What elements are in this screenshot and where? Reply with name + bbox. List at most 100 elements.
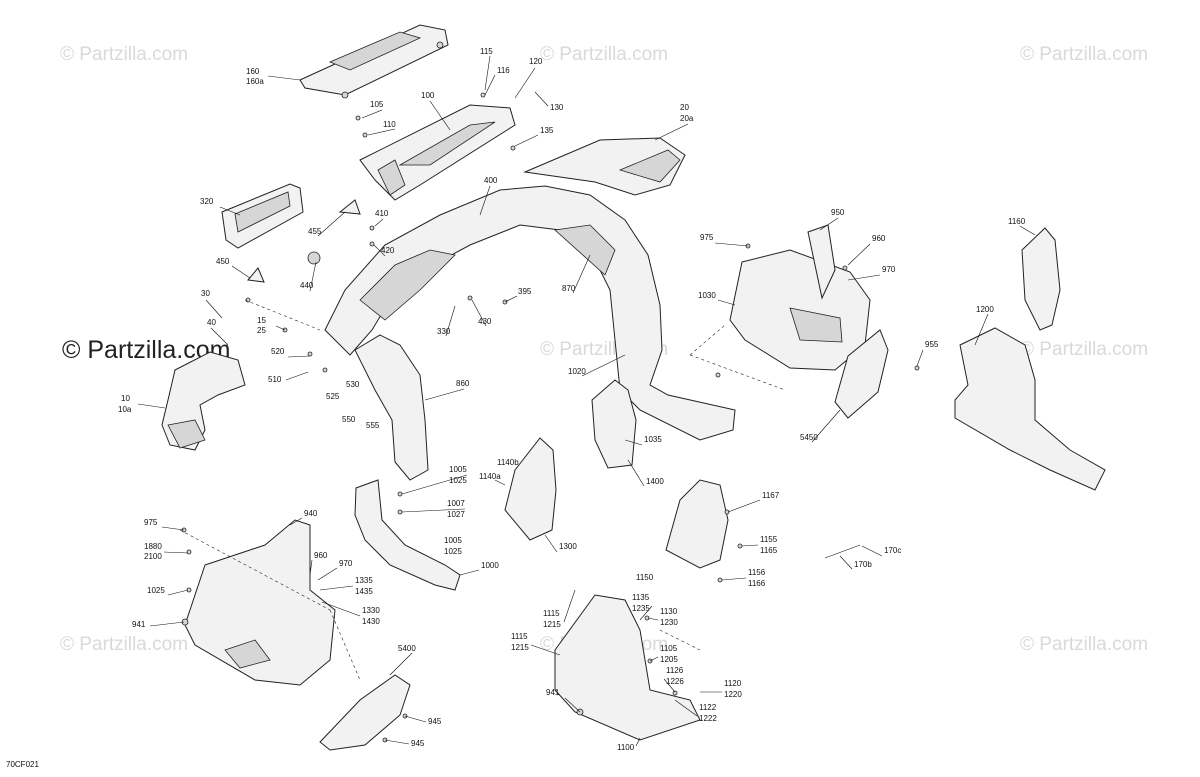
- watermark-text: © Partzilla.com: [1020, 634, 1148, 655]
- callout-label: 1122: [699, 703, 717, 712]
- part-860-frame-leg: [354, 334, 429, 481]
- part-160-top-cover: [299, 24, 449, 99]
- part-5400-bracket: [319, 674, 411, 751]
- callout-label: 1000: [481, 561, 499, 570]
- callout-label: 20: [680, 103, 689, 112]
- part-1160-trim: [1021, 227, 1061, 331]
- part-10-corner-panel: [161, 351, 246, 451]
- callout-label: 1005: [444, 536, 462, 545]
- callout-label: 1025: [444, 547, 462, 556]
- callout-label: 1400: [646, 477, 664, 486]
- callout-label: 1025: [147, 586, 165, 595]
- watermark-text: © Partzilla.com: [540, 44, 668, 65]
- callout-label: 420: [381, 246, 395, 255]
- callout-label: 1126: [666, 666, 684, 675]
- callout-label: 5450: [800, 433, 818, 442]
- callout-label: 955: [925, 340, 939, 349]
- callout-label: 15: [257, 316, 266, 325]
- callout-label: 1120: [724, 679, 742, 688]
- callout-label: 1215: [511, 643, 529, 652]
- callout-label: 550: [342, 415, 356, 424]
- part-1000-left-rocker: [354, 479, 461, 591]
- watermark-text: © Partzilla.com: [60, 634, 188, 655]
- callout-label: 1027: [447, 510, 465, 519]
- callout-label: 975: [144, 518, 158, 527]
- watermark-text: © Partzilla.com: [1020, 44, 1148, 65]
- part-950-floor-panel: [729, 224, 871, 371]
- callout-label: 440: [300, 281, 314, 290]
- watermark-text: © Partzilla.com: [60, 44, 188, 65]
- callout-label: 320: [200, 197, 214, 206]
- callout-label: 870: [562, 284, 576, 293]
- callout-label: 1335: [355, 576, 373, 585]
- callout-label: 430: [478, 317, 492, 326]
- callout-label: 941: [132, 620, 146, 629]
- callout-label: 1025: [449, 476, 467, 485]
- callout-label: 30: [201, 289, 210, 298]
- callout-label: 1156: [748, 568, 766, 577]
- assembly-line: [179, 529, 331, 611]
- callout-label: 1105: [660, 644, 678, 653]
- callout-label: 115: [480, 47, 493, 56]
- part-1300-panel: [504, 437, 557, 541]
- callout-label: 1160: [1008, 217, 1026, 226]
- callout-label: 395: [518, 287, 532, 296]
- callout-label: 1166: [748, 579, 766, 588]
- callout-label: 1300: [559, 542, 577, 551]
- part-1100-rocker: [554, 594, 701, 741]
- callout-label: 40: [207, 318, 216, 327]
- callout-label: 1140a: [479, 472, 501, 481]
- callout-label: 1220: [724, 690, 742, 699]
- callout-label: 116: [497, 66, 510, 75]
- callout-label: 1226: [666, 677, 684, 686]
- callout-label: 941: [546, 688, 560, 697]
- part-450: [247, 267, 265, 283]
- part-100-dash-panel: [359, 104, 516, 201]
- callout-label: 10: [121, 394, 130, 403]
- callout-label: 1222: [699, 714, 717, 723]
- callout-label: 510: [268, 375, 282, 384]
- callout-label: 160: [246, 67, 260, 76]
- parts: [161, 24, 1106, 751]
- assembly-line: [659, 629, 701, 651]
- callout-label: 170c: [884, 546, 901, 555]
- callout-label: 1020: [568, 367, 586, 376]
- part-5450-bracket: [834, 329, 889, 419]
- callout-label: 525: [326, 392, 340, 401]
- part-940-left-floor: [184, 519, 336, 686]
- callout-label: 530: [346, 380, 360, 389]
- part-170-bolt: [824, 544, 861, 559]
- callout-label: 1130: [660, 607, 678, 616]
- part-320-grille: [221, 183, 304, 249]
- callout-label: 330: [437, 327, 451, 336]
- callout-label: 170b: [854, 560, 872, 569]
- callout-label: 1435: [355, 587, 373, 596]
- callout-label: 1100: [617, 743, 635, 752]
- callout-label: 1235: [632, 604, 650, 613]
- assembly-line: [689, 354, 786, 391]
- callout-label: 5400: [398, 644, 416, 653]
- assembly-line: [244, 299, 321, 331]
- callout-label: 25: [257, 326, 266, 335]
- assembly-line: [329, 609, 361, 681]
- callout-label: 120: [529, 57, 543, 66]
- leader-lines: [137, 55, 1036, 747]
- callout-label: 1007: [447, 499, 465, 508]
- callout-label: 1230: [660, 618, 678, 627]
- callout-label: 100: [421, 91, 435, 100]
- part-20-hood: [523, 137, 686, 196]
- callout-label: 945: [411, 739, 425, 748]
- callout-label: 1167: [762, 491, 780, 500]
- callout-label: 455: [308, 227, 322, 236]
- callout-label: 1215: [543, 620, 561, 629]
- callout-label: 1115: [543, 609, 560, 618]
- callout-label: 1200: [976, 305, 994, 314]
- callout-label: 520: [271, 347, 285, 356]
- callout-label: 555: [366, 421, 380, 430]
- part-1200-right-rocker: [954, 327, 1106, 491]
- callout-label: 135: [540, 126, 554, 135]
- callout-label: 400: [484, 176, 498, 185]
- callout-label: 130: [550, 103, 564, 112]
